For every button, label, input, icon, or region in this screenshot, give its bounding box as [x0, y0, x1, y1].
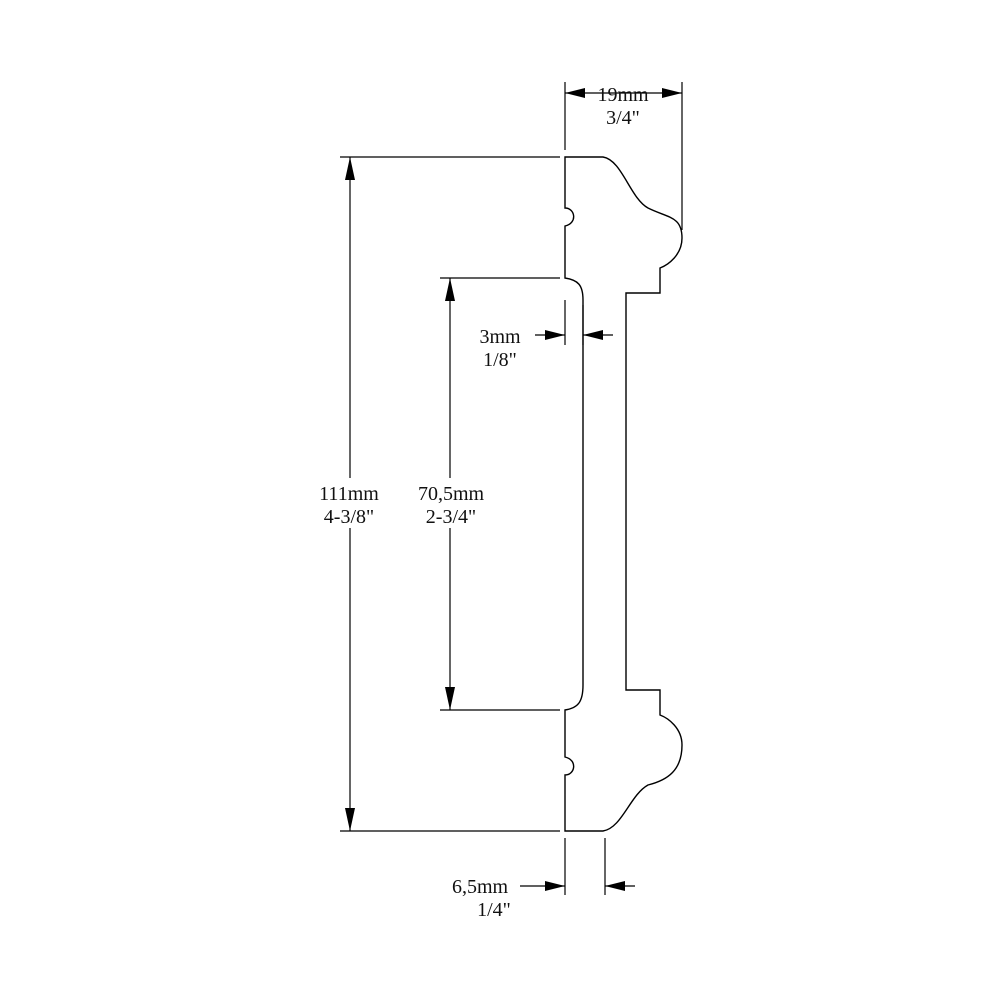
arrowhead-inner-bottom — [445, 687, 455, 710]
molding-profile — [564, 156, 683, 832]
web-thickness-imperial: 1/4" — [477, 899, 511, 921]
label-bg-inner — [405, 478, 497, 528]
relief-imperial: 1/8" — [483, 349, 517, 371]
arrowhead-relief-left — [545, 330, 565, 340]
arrowhead-total-bottom — [345, 808, 355, 831]
arrowhead-web-right — [605, 881, 625, 891]
width-top-imperial: 3/4" — [606, 107, 640, 129]
inner-height-metric: 70,5mm — [418, 483, 485, 505]
arrowhead-relief-right — [583, 330, 603, 340]
web-thickness-metric: 6,5mm — [452, 876, 509, 898]
arrowhead-web-left — [545, 881, 565, 891]
arrowhead-inner-top — [445, 278, 455, 301]
label-bg-total — [300, 478, 400, 528]
total-height-imperial: 4-3/8" — [324, 506, 374, 528]
arrowhead-width-left — [565, 88, 585, 98]
arrowhead-width-right — [662, 88, 682, 98]
arrowhead-total-top — [345, 157, 355, 180]
total-height-metric: 111mm — [319, 483, 379, 505]
relief-metric: 3mm — [479, 326, 521, 348]
inner-height-imperial: 2-3/4" — [426, 506, 476, 528]
width-top-metric: 19mm — [597, 84, 649, 106]
